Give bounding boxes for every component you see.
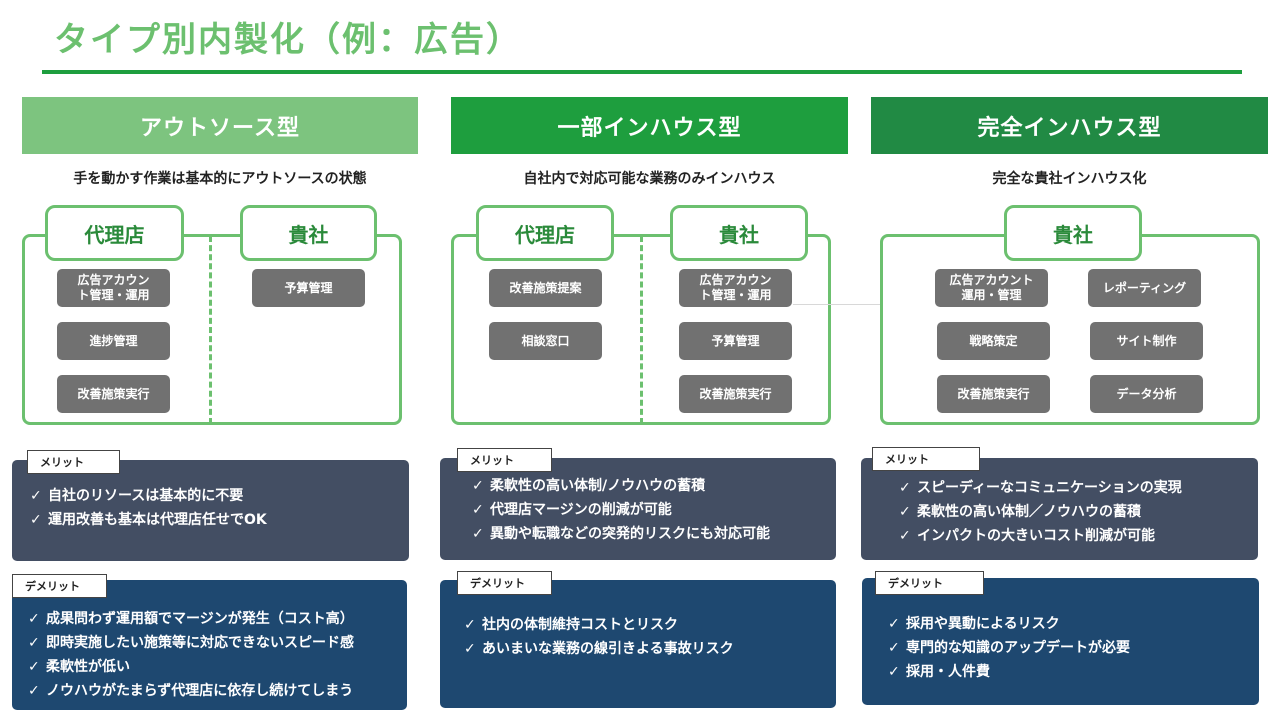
agency-tab: 代理店 <box>45 205 184 261</box>
task-pill: 改善施策実行 <box>679 375 792 413</box>
demerit-panel: ✓社内の体制維持コストとリスク ✓あいまいな業務の線引きよる事故リスク <box>440 580 836 708</box>
full-inhouse-subtitle: 完全な貴社インハウス化 <box>992 171 1147 187</box>
demerit-panel: ✓採用や異動によるリスク ✓専門的な知識のアップデートが必要 ✓採用・人件費 <box>862 578 1259 705</box>
merit-panel: ✓スピーディーなコミュニケーションの実現 ✓柔軟性の高い体制／ノウハウの蓄積 ✓… <box>861 458 1258 560</box>
page-title: タイプ別内製化（例：広告） <box>54 20 522 60</box>
merit-tag: メリット <box>872 447 980 471</box>
demerit-item: ✓採用・人件費 <box>888 660 1130 684</box>
check-icon: ✓ <box>888 640 900 656</box>
outsource-header: アウトソース型 <box>22 97 418 154</box>
task-pill: 予算管理 <box>679 322 792 360</box>
demerit-item: ✓柔軟性が低い <box>28 655 354 679</box>
demerit-item: ✓専門的な知識のアップデートが必要 <box>888 636 1130 660</box>
task-pill: 改善施策実行 <box>57 375 170 413</box>
merit-item: ✓運用改善も基本は代理店任せでOK <box>30 508 267 532</box>
partial-inhouse-subtitle: 自社内で対応可能な業務のみインハウス <box>523 171 776 187</box>
demerit-item: ✓成果問わず運用額でマージンが発生（コスト高） <box>28 607 354 631</box>
client-tab: 貴社 <box>240 205 377 261</box>
client-tab: 貴社 <box>1004 205 1142 261</box>
merit-item: ✓インパクトの大きいコスト削減が可能 <box>899 524 1182 548</box>
check-icon: ✓ <box>899 504 911 520</box>
agency-tab: 代理店 <box>476 205 614 261</box>
check-icon: ✓ <box>472 502 484 518</box>
task-pill: 進捗管理 <box>57 322 170 360</box>
task-pill: データ分析 <box>1090 375 1203 413</box>
check-icon: ✓ <box>28 659 40 675</box>
demerit-item: ✓即時実施したい施策等に対応できないスピード感 <box>28 631 354 655</box>
partial-inhouse-header: 一部インハウス型 <box>451 97 848 154</box>
task-pill: 戦略策定 <box>937 322 1050 360</box>
task-pill: 広告アカウント管理・運用 <box>679 269 792 307</box>
check-icon: ✓ <box>899 480 911 496</box>
partial-inhouse-divider <box>640 236 643 424</box>
title-underline <box>42 70 1242 74</box>
demerit-item: ✓社内の体制維持コストとリスク <box>464 613 734 637</box>
check-icon: ✓ <box>464 617 476 633</box>
check-icon: ✓ <box>899 528 911 544</box>
merit-item: ✓スピーディーなコミュニケーションの実現 <box>899 476 1182 500</box>
task-pill: 改善施策提案 <box>489 269 602 307</box>
check-icon: ✓ <box>888 616 900 632</box>
connector-line <box>793 304 936 305</box>
demerit-tag: デメリット <box>875 571 984 595</box>
merit-item: ✓柔軟性の高い体制/ノウハウの蓄積 <box>472 474 770 498</box>
check-icon: ✓ <box>30 488 42 504</box>
merit-item: ✓柔軟性の高い体制／ノウハウの蓄積 <box>899 500 1182 524</box>
demerit-tag: デメリット <box>457 571 552 595</box>
check-icon: ✓ <box>28 611 40 627</box>
full-inhouse-header: 完全インハウス型 <box>871 97 1268 154</box>
check-icon: ✓ <box>464 641 476 657</box>
check-icon: ✓ <box>472 526 484 542</box>
check-icon: ✓ <box>30 512 42 528</box>
client-tab: 貴社 <box>670 205 808 261</box>
task-pill: 広告アカウント運用・管理 <box>935 269 1048 307</box>
merit-item: ✓自社のリソースは基本的に不要 <box>30 484 267 508</box>
merit-tag: メリット <box>27 450 120 474</box>
task-pill: 改善施策実行 <box>937 375 1050 413</box>
merit-panel: ✓自社のリソースは基本的に不要 ✓運用改善も基本は代理店任せでOK <box>12 460 409 561</box>
demerit-item: ✓採用や異動によるリスク <box>888 612 1130 636</box>
merit-panel: ✓柔軟性の高い体制/ノウハウの蓄積 ✓代理店マージンの削減が可能 ✓異動や転職な… <box>440 458 836 560</box>
task-pill: 予算管理 <box>252 269 365 307</box>
outsource-divider <box>209 236 212 424</box>
task-pill: 広告アカウント管理・運用 <box>57 269 170 307</box>
merit-tag: メリット <box>457 448 552 472</box>
merit-item: ✓異動や転職などの突発的リスクにも対応可能 <box>472 522 770 546</box>
demerit-panel: ✓成果問わず運用額でマージンが発生（コスト高） ✓即時実施したい施策等に対応でき… <box>12 580 407 710</box>
check-icon: ✓ <box>28 635 40 651</box>
demerit-item: ✓ノウハウがたまらず代理店に依存し続けてしまう <box>28 679 354 703</box>
task-pill: サイト制作 <box>1090 322 1203 360</box>
task-pill: 相談窓口 <box>489 322 602 360</box>
check-icon: ✓ <box>28 683 40 699</box>
demerit-item: ✓あいまいな業務の線引きよる事故リスク <box>464 637 734 661</box>
task-pill: レポーティング <box>1088 269 1201 307</box>
merit-item: ✓代理店マージンの削減が可能 <box>472 498 770 522</box>
outsource-subtitle: 手を動かす作業は基本的にアウトソースの状態 <box>73 171 367 187</box>
check-icon: ✓ <box>888 664 900 680</box>
demerit-tag: デメリット <box>12 574 107 598</box>
check-icon: ✓ <box>472 478 484 494</box>
